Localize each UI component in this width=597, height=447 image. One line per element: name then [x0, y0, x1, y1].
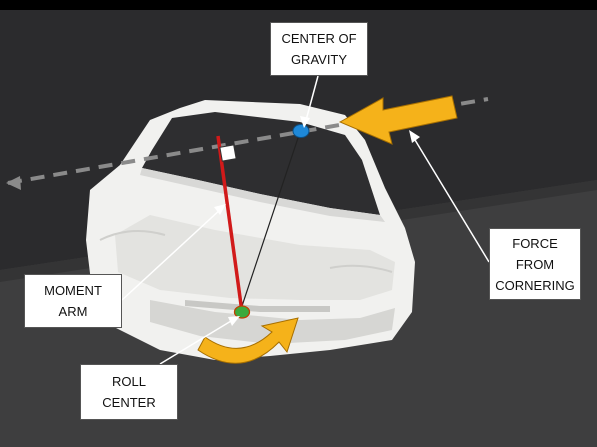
moment-leader-line — [121, 207, 223, 301]
car-hood — [115, 215, 395, 300]
force-label-line-3: CORNERING — [495, 277, 575, 293]
windshield-trim — [140, 168, 385, 222]
cg-to-roll-center-line — [239, 131, 301, 313]
center-of-gravity-label-line-2: GRAVITY — [290, 52, 348, 67]
cg-leader-line — [304, 75, 319, 125]
cornering-force-arrow — [338, 95, 458, 145]
center-of-gravity-dot — [292, 124, 310, 138]
cg-leader-arrowhead — [300, 116, 310, 128]
roll-leader-arrowhead — [228, 316, 240, 326]
roll-axis-arrowhead — [6, 176, 21, 190]
center-of-gravity-label-line-1: CENTER OF — [281, 31, 357, 46]
force-from-cornering-callout: FORCE FROM CORNERING — [489, 228, 581, 300]
grille-slot — [185, 300, 330, 312]
moment-label-line-2: ARM — [58, 304, 88, 319]
moment-leader-arrowhead — [214, 204, 226, 215]
roll-direction-arrow — [197, 317, 299, 364]
top-border — [0, 0, 597, 10]
right-angle-marker — [219, 144, 237, 162]
roll-axis-dashed-line — [7, 97, 489, 185]
center-of-gravity-callout: CENTER OF GRAVITY — [270, 22, 368, 76]
force-label-line-2: FROM — [515, 256, 555, 272]
roll-center-callout: ROLL CENTER — [80, 364, 178, 420]
roll-label-line-2: CENTER — [102, 395, 156, 410]
moment-arm-callout: MOMENT ARM — [24, 274, 122, 328]
hood-crease-left — [99, 230, 166, 241]
force-leader-line — [411, 134, 490, 263]
force-leader-arrowhead — [409, 130, 420, 143]
roll-leader-line — [159, 317, 237, 365]
roll-center-dot — [233, 305, 251, 319]
windshield — [142, 112, 380, 215]
moment-arm-line — [216, 135, 244, 313]
race-car — [86, 100, 415, 360]
force-label-line-1: FORCE — [512, 235, 558, 251]
moment-label-line-1: MOMENT — [44, 283, 102, 298]
roll-label-line-1: ROLL — [112, 374, 146, 389]
hood-crease-right — [329, 264, 393, 273]
